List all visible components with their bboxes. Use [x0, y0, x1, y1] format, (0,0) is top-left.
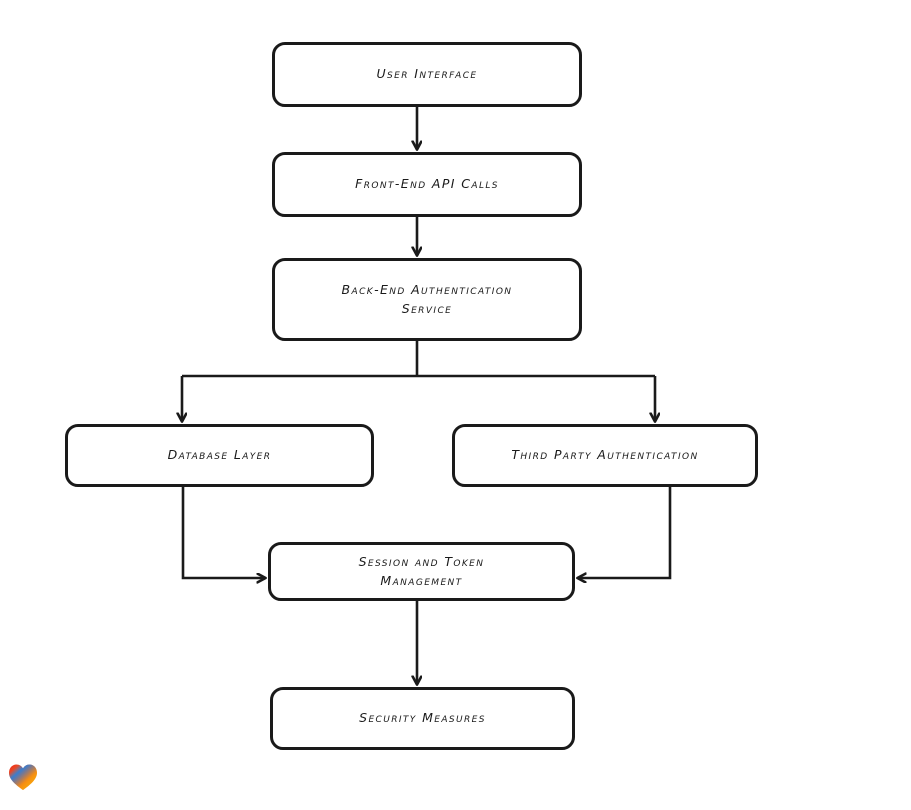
node-security-measures[interactable]: Security Measures — [270, 687, 575, 750]
node-label: Session and Token Management — [358, 554, 485, 588]
node-front-end-api-calls[interactable]: Front-End API Calls — [272, 152, 582, 217]
edge-thirdparty-to-session — [578, 487, 672, 578]
node-user-interface[interactable]: User Interface — [272, 42, 582, 107]
node-session-and-token-management[interactable]: Session and Token Management — [268, 542, 575, 601]
node-label: Third Party Authentication — [511, 447, 699, 463]
node-label: Back-End Authentication Service — [341, 282, 513, 316]
node-label: Front-End API Calls — [355, 176, 499, 192]
node-label: User Interface — [376, 66, 478, 82]
node-database-layer[interactable]: Database Layer — [65, 424, 374, 487]
node-back-end-authentication-service[interactable]: Back-End Authentication Service — [272, 258, 582, 341]
heart-icon — [9, 764, 37, 791]
node-label: Database Layer — [167, 447, 272, 463]
edge-database-to-session — [181, 487, 265, 578]
node-third-party-authentication[interactable]: Third Party Authentication — [452, 424, 758, 487]
node-label: Security Measures — [359, 710, 486, 726]
